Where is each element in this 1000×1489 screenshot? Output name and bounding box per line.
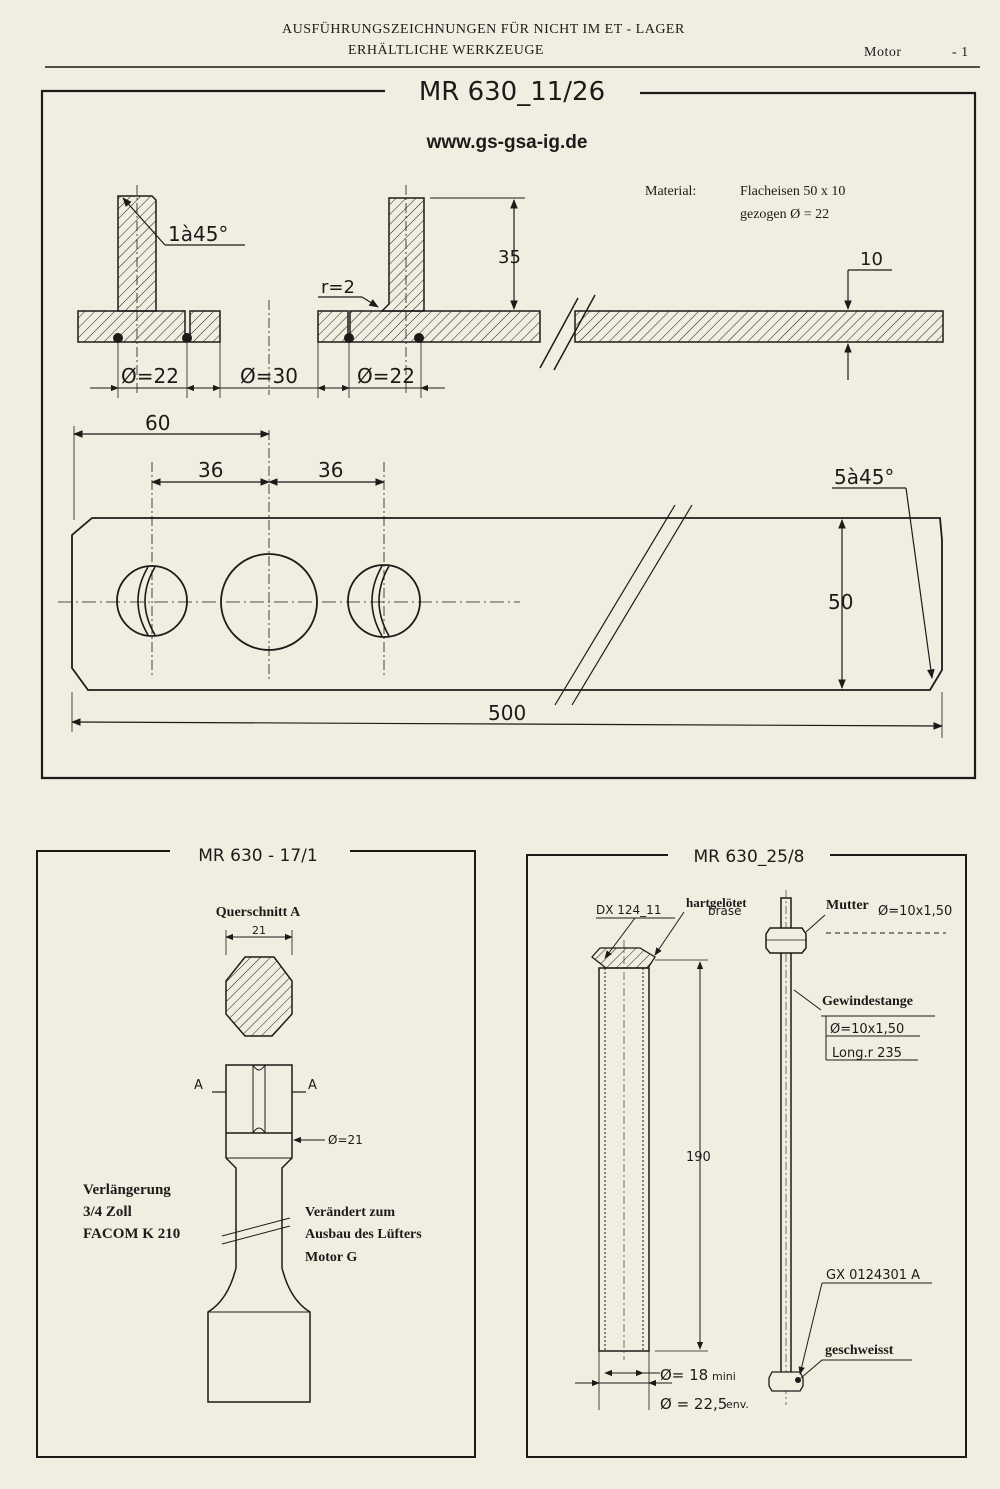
- gewinde-dim: Ø=10x1,50: [830, 1022, 904, 1037]
- panel-top-border: [40, 89, 977, 780]
- gx-label: GX 0124301 A: [826, 1268, 920, 1283]
- ext-line-1: Verlängerung: [83, 1182, 171, 1198]
- section-a-title: Querschnitt A: [216, 905, 301, 920]
- dim-length: 500: [488, 701, 526, 725]
- panel-top: MR 630_11/26 www.gs-gsa-ig.de Material: …: [40, 77, 977, 780]
- threaded-rod: [765, 890, 807, 1405]
- dim-d225-suffix: env.: [726, 1398, 749, 1411]
- dim-d2: Ø=30: [240, 364, 298, 388]
- dim-d18-suffix: mini: [712, 1370, 736, 1383]
- dim-diam21: Ø=21: [328, 1133, 363, 1147]
- material-label: Material:: [645, 184, 696, 199]
- geschweisst-label: geschweisst: [825, 1343, 894, 1358]
- header-line-1: AUSFÜHRUNGSZEICHNUNGEN FÜR NICHT IM ET -…: [282, 22, 685, 37]
- dim-chamfer-end: 5à45°: [834, 465, 894, 489]
- cross-section: [225, 956, 293, 1037]
- mod-line-2: Ausbau des Lüfters: [305, 1227, 422, 1242]
- gewinde-label: Gewindestange: [822, 994, 913, 1009]
- extension-tool: [207, 1064, 311, 1403]
- dim-d1: Ø=22: [121, 364, 179, 388]
- dim-21: 21: [252, 924, 266, 937]
- header-section: Motor: [864, 45, 902, 60]
- ext-line-3: FACOM K 210: [83, 1226, 180, 1242]
- dim-radius: r=2: [321, 277, 355, 298]
- brase-label: brasé: [708, 904, 742, 918]
- dim-36a: 36: [198, 458, 223, 482]
- mutter-dim: Ø=10x1,50: [878, 904, 952, 919]
- header-line-2: ERHÄLTLICHE WERKZEUGE: [348, 43, 544, 58]
- mod-line-3: Motor G: [305, 1250, 357, 1265]
- tube: [591, 940, 656, 1410]
- material-line-2: gezogen Ø = 22: [740, 207, 829, 222]
- ext-line-2: 3/4 Zoll: [83, 1204, 132, 1220]
- dim-60: 60: [145, 411, 170, 435]
- mutter-label: Mutter: [826, 898, 869, 913]
- dim-chamfer-top: 1à45°: [168, 222, 228, 246]
- dim-190: 190: [686, 1150, 711, 1165]
- dim-d225: Ø = 22,5: [660, 1395, 727, 1413]
- gewinde-len: Long.r 235: [832, 1046, 902, 1061]
- material-line-1: Flacheisen 50 x 10: [740, 184, 845, 199]
- part-dx: DX 124_11: [596, 903, 661, 917]
- panel-left-title: MR 630 - 17/1: [198, 846, 317, 866]
- panel-left: MR 630 - 17/1 Querschnitt A 21 A A: [36, 846, 476, 1458]
- panel-right: MR 630_25/8 DX 124_11 hartgelötet brasé …: [526, 847, 967, 1458]
- header-page: - 1: [952, 45, 969, 60]
- section-a-left: A: [194, 1078, 203, 1093]
- section-a-right: A: [308, 1078, 317, 1093]
- panel-top-title: MR 630_11/26: [419, 77, 605, 107]
- dim-width: 50: [828, 590, 853, 614]
- panel-left-border: [36, 850, 476, 1458]
- dim-height: 35: [498, 247, 521, 268]
- hartgeloetet-label: hartgelötet: [686, 895, 747, 910]
- dim-d18: Ø= 18: [660, 1366, 708, 1384]
- website-watermark: www.gs-gsa-ig.de: [426, 132, 588, 153]
- side-view: [77, 185, 944, 395]
- top-view: [58, 430, 943, 706]
- panel-right-border: [526, 854, 967, 1458]
- panel-right-title: MR 630_25/8: [693, 847, 804, 867]
- mod-line-1: Verändert zum: [305, 1205, 395, 1220]
- dim-36b: 36: [318, 458, 343, 482]
- dim-d3: Ø=22: [357, 364, 415, 388]
- dim-thickness: 10: [860, 249, 883, 270]
